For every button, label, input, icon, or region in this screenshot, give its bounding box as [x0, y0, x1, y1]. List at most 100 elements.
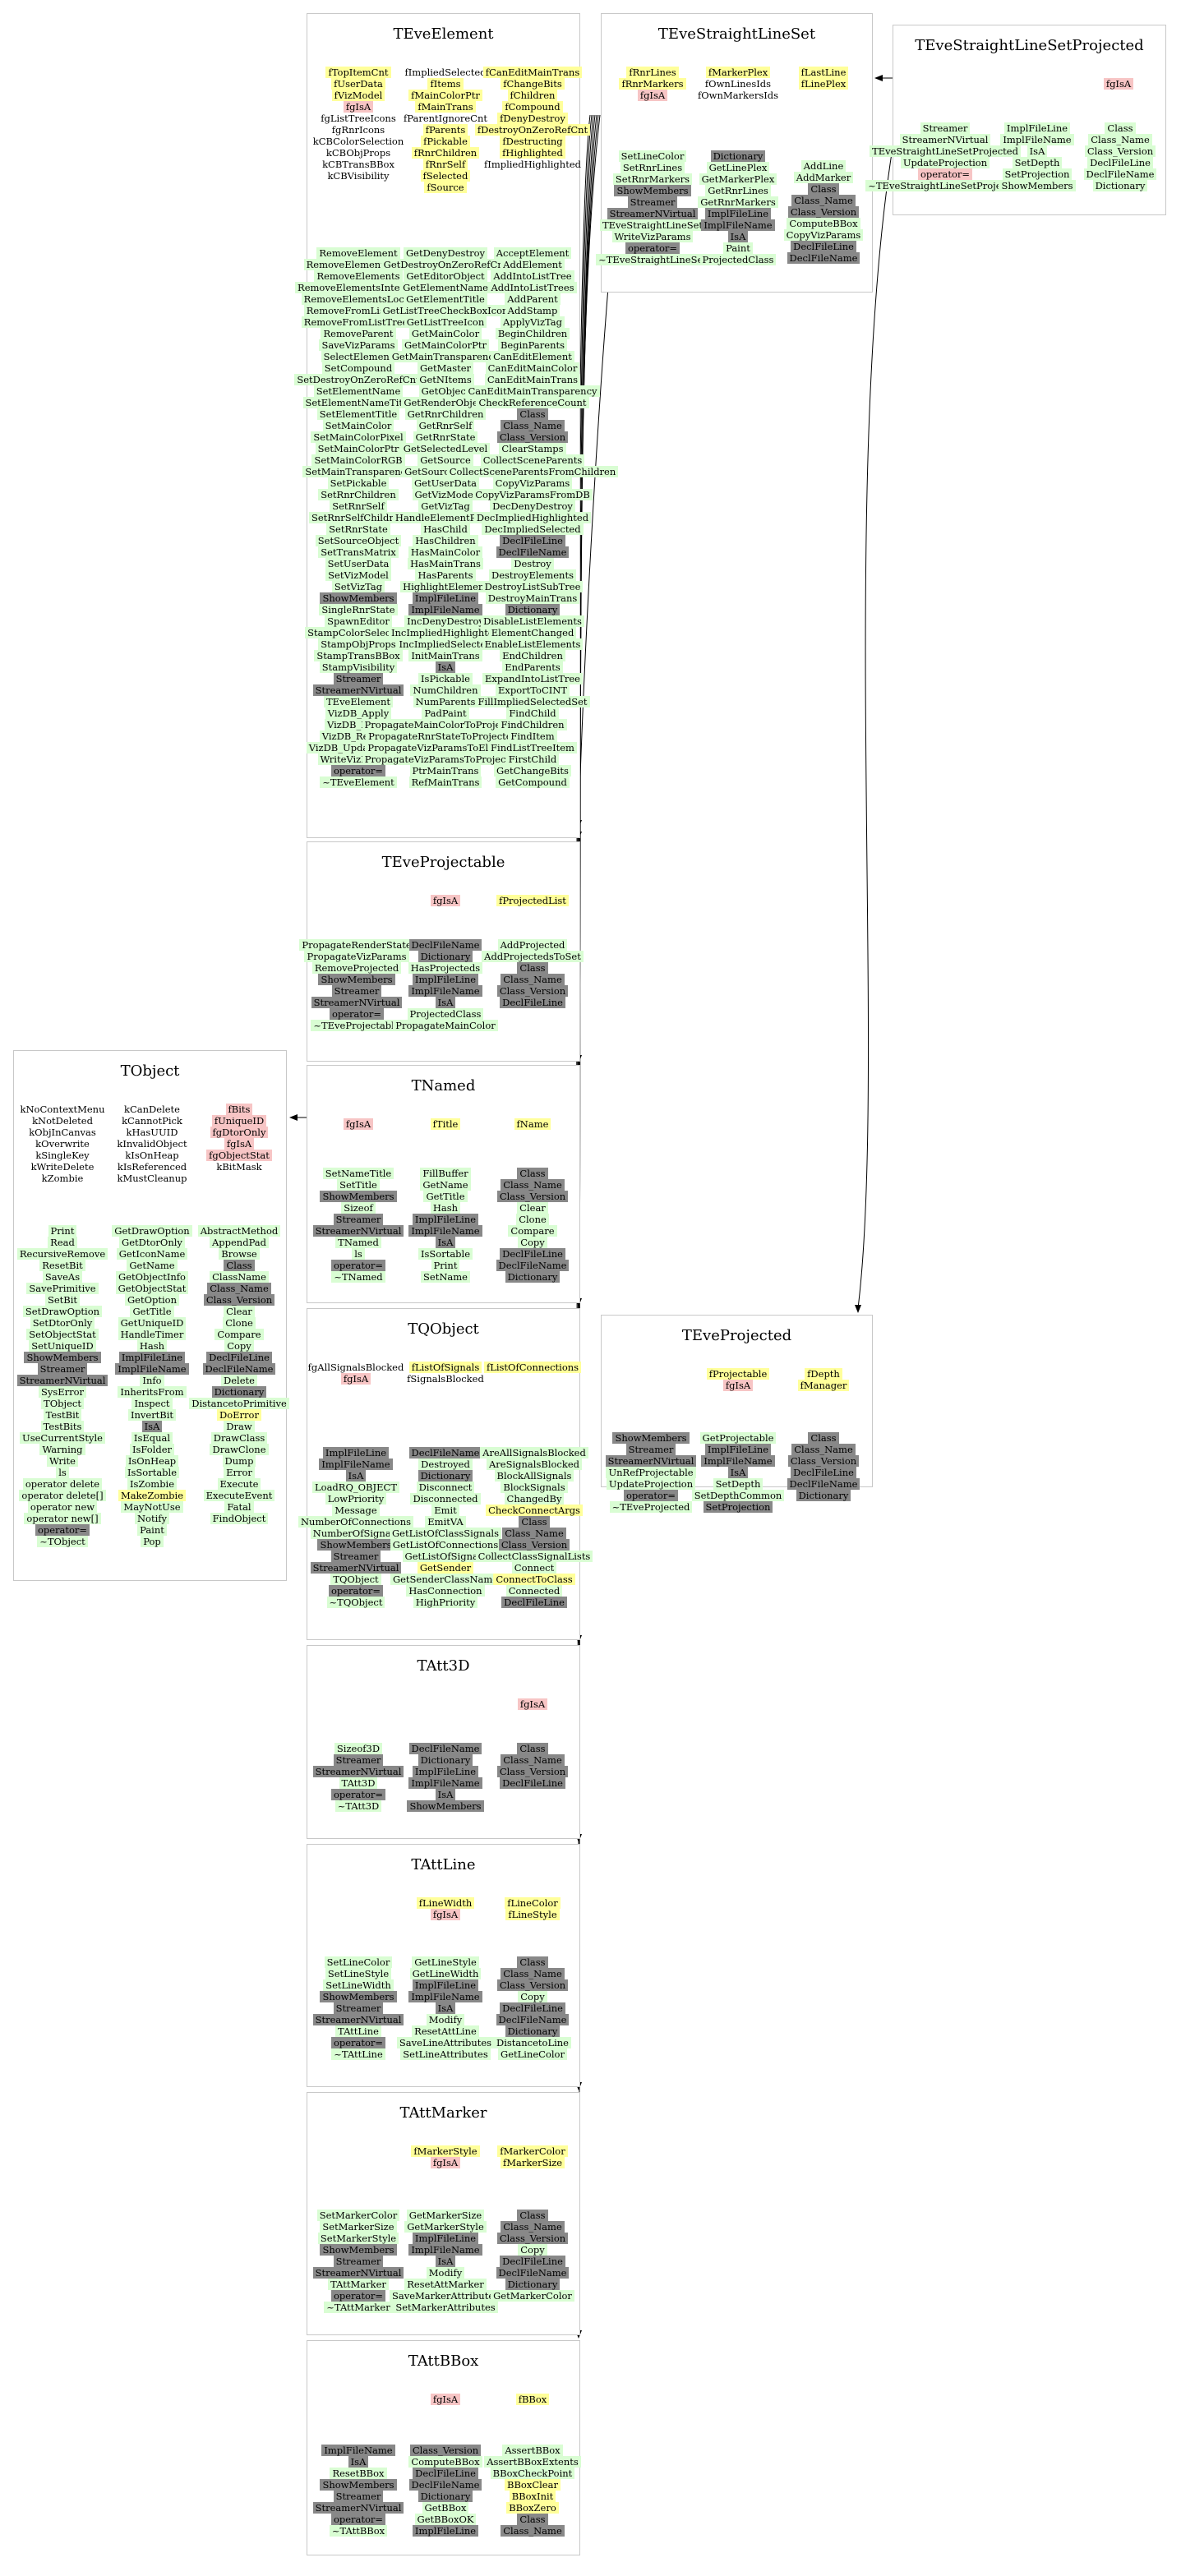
- member-label: SetMainColorRGB: [311, 454, 405, 466]
- member-label: Read: [48, 1237, 77, 1248]
- member-label: Compare: [215, 1329, 264, 1340]
- member-label: fMarkerSize: [500, 2157, 565, 2168]
- member-label: PadPaint: [422, 707, 469, 719]
- member-label: SetLineColor: [324, 1956, 393, 1968]
- member-label: GetMarkerStyle: [404, 2221, 487, 2233]
- member-label: IsA: [435, 661, 456, 673]
- member-label: Class: [224, 1260, 255, 1271]
- member-label: SetRnrSelfChildren: [308, 512, 408, 523]
- member-label: ~TAttBBox: [329, 2525, 388, 2537]
- member-label: GetDrawOption: [112, 1225, 192, 1237]
- member-label: DeclFileName: [496, 546, 570, 558]
- member-label: Dictionary: [418, 1470, 473, 1482]
- member-label: fLastLine: [798, 67, 849, 78]
- member-label: GetTitle: [130, 1306, 174, 1317]
- member-label: operator new[]: [24, 1513, 101, 1524]
- member-label: LowPriority: [325, 1493, 387, 1505]
- member-label: fgIsA: [430, 2394, 461, 2405]
- member-label: Streamer: [37, 1363, 88, 1375]
- member-label: AddProjectedsToSet: [482, 951, 584, 962]
- member-label: kCBObjProps: [325, 147, 391, 159]
- member-label: fOwnLinesIds: [704, 78, 772, 90]
- member-label: SetMainColor: [322, 420, 394, 431]
- member-label: AddStamp: [505, 305, 561, 316]
- member-label: kMustCleanup: [117, 1173, 187, 1184]
- member-label: SetMarkerAttributes: [393, 2302, 498, 2313]
- member-label: Class_Version: [409, 2445, 482, 2456]
- member-label: HasChild: [421, 523, 470, 535]
- member-label: GetProjectable: [699, 1432, 777, 1444]
- member-label: fCompound: [502, 101, 563, 113]
- member-label: UseCurrentStyle: [20, 1432, 105, 1444]
- member-label: ElementChanged: [488, 627, 577, 638]
- member-label: ResetBBox: [330, 2468, 387, 2479]
- member-label: operator=: [917, 168, 973, 180]
- member-label: ImplFileName: [701, 1455, 775, 1467]
- member-label: TQObject: [330, 1574, 381, 1585]
- member-label: PropagateVizParams: [304, 951, 409, 962]
- member-label: Streamer: [333, 2002, 384, 2014]
- member-label: kBitMask: [216, 1161, 262, 1173]
- member-label: UnRefProjectable: [606, 1467, 696, 1478]
- member-label: Paint: [723, 242, 753, 254]
- member-label: Class_Name: [501, 974, 565, 985]
- member-label: SavePrimitive: [26, 1283, 99, 1294]
- member-label: RemoveElements: [314, 270, 403, 282]
- member-label: ImplFileLine: [322, 1447, 390, 1459]
- member-label: RefMainTrans: [408, 776, 482, 788]
- member-label: GetCompound: [496, 776, 570, 788]
- member-label: BBoxInit: [509, 2491, 556, 2502]
- class-title: TAttBBox: [408, 2353, 479, 2370]
- member-label: GetSender: [417, 1562, 474, 1574]
- member-label: TEveElement: [324, 696, 393, 707]
- member-label: EmitVA: [425, 1516, 466, 1528]
- member-label: DrawClass: [210, 1432, 268, 1444]
- member-label: Streamer: [333, 673, 384, 684]
- member-label: ImplFileLine: [412, 2525, 479, 2537]
- class-title: TAttLine: [411, 1856, 476, 1873]
- member-label: ProjectedClass: [699, 254, 777, 265]
- member-label: ClearStamps: [499, 443, 566, 454]
- member-label: kIsReferenced: [117, 1161, 187, 1173]
- member-label: fImpliedHighlighted: [484, 159, 581, 170]
- member-label: Streamer: [627, 196, 678, 208]
- member-label: DeclFileName: [408, 1447, 482, 1459]
- member-label: fDestroyOnZeroRefCnt: [474, 124, 591, 136]
- member-label: IsA: [435, 2002, 456, 2014]
- member-label: SetDrawOption: [22, 1306, 103, 1317]
- member-label: GetUniqueID: [118, 1317, 187, 1329]
- member-label: operator=: [330, 2037, 386, 2048]
- member-label: SetCompound: [321, 362, 395, 374]
- member-label: StampObjProps: [318, 638, 399, 650]
- member-label: SetTransMatrix: [318, 546, 399, 558]
- member-label: ComputeBBox: [408, 2456, 482, 2468]
- member-label: StampVisibility: [319, 661, 398, 673]
- member-label: SetDepth: [1012, 157, 1063, 168]
- member-label: fgIsA: [517, 1698, 548, 1710]
- member-label: ~TEveStraightLineSet: [596, 254, 709, 265]
- member-label: fgIsA: [722, 1380, 754, 1391]
- member-label: HasMainColor: [408, 546, 483, 558]
- member-label: IsSortable: [418, 1248, 473, 1260]
- member-label: kCanDelete: [124, 1104, 180, 1115]
- member-label: fBits: [225, 1104, 253, 1115]
- member-label: SetUniqueID: [29, 1340, 96, 1352]
- member-label: RemoveElementsLocal: [301, 293, 416, 305]
- member-label: Class: [517, 1743, 548, 1754]
- member-label: fSource: [424, 182, 467, 193]
- member-label: Clone: [223, 1317, 256, 1329]
- member-label: ImplFileName: [701, 219, 775, 231]
- member-label: DoError: [217, 1409, 261, 1421]
- member-label: SetDepthCommon: [691, 1490, 785, 1501]
- member-label: DeclFileLine: [501, 1597, 567, 1608]
- member-label: SetRnrState: [326, 523, 390, 535]
- member-label: Class: [517, 1168, 548, 1179]
- member-label: NumberOfSignals: [310, 1528, 402, 1539]
- member-label: Class: [517, 2210, 548, 2221]
- member-label: IncImpliedSelected: [396, 638, 495, 650]
- member-label: IncDenyDestroy: [404, 615, 487, 627]
- member-label: GetListTreeCheckBoxIcon: [380, 305, 511, 316]
- member-label: CanEditMainColor: [485, 362, 580, 374]
- member-label: ExecuteEvent: [203, 1490, 275, 1501]
